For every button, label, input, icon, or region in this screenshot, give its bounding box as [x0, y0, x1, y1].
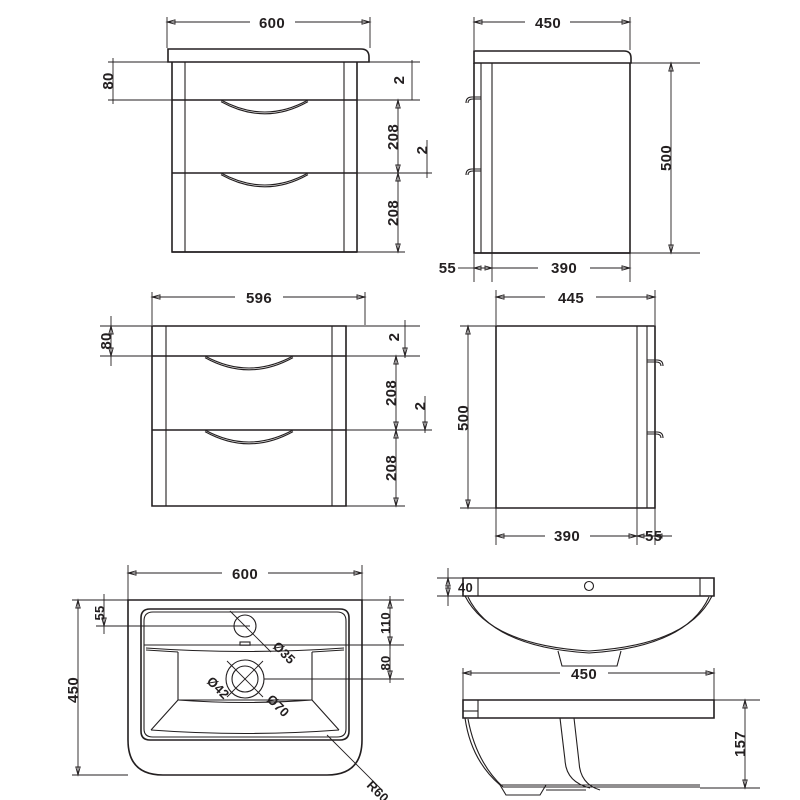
dim-r60-leader: R60: [326, 734, 392, 800]
dim-label-2-upper-carcass: 2: [386, 333, 403, 342]
dim-label-450-basin-side: 450: [571, 666, 597, 683]
dim-label-80-left: 80: [100, 72, 117, 89]
view-cabinet-front-open: 600 80: [100, 15, 432, 254]
cabinet-carcass-drawers: [152, 355, 346, 445]
dim-157-basin-side: 157: [700, 698, 760, 790]
dim-80-left-carcass: 80: [98, 316, 158, 366]
basin-waste-hole: Ø42 Ø70: [204, 659, 293, 721]
dim-label-445-top: 445: [558, 290, 584, 307]
view-basin-plan: 600 Ø35: [65, 565, 404, 800]
basin-side-body: [462, 699, 715, 796]
cabinet-carcass-outline: [171, 62, 358, 253]
dim-label-596-top: 596: [246, 290, 272, 307]
cabinet-drawer-fronts: [172, 99, 357, 188]
dim-label-390-bottom: 390: [551, 260, 577, 277]
dim-label-208-lower: 208: [385, 200, 402, 226]
dim-label-r60: R60: [364, 778, 392, 800]
cabinet-carcass-body: [151, 325, 347, 507]
dim-596-top: 596: [150, 290, 367, 325]
dim-label-80-basin: 80: [378, 655, 393, 670]
dim-label-450-top: 450: [535, 15, 561, 32]
dim-label-55-bottom-right: 55: [645, 528, 662, 545]
view-cabinet-side-right: 445 500 390: [455, 290, 672, 545]
dim-label-80-left-carcass: 80: [98, 332, 115, 349]
basin-tap-hole: Ø35: [229, 610, 299, 668]
cabinet-side-countertop: [473, 50, 632, 64]
dim-right-stack-1: 2 208 2 208: [357, 60, 432, 254]
dim-label-2-mid-carcass: 2: [412, 402, 429, 411]
dim-label-208-upper: 208: [385, 124, 402, 150]
cabinet-countertop: [167, 48, 370, 63]
basin-inner-rim: [140, 608, 350, 741]
dim-600-top: 600: [165, 15, 372, 48]
dim-80-left: 80: [100, 58, 178, 104]
dim-right-stack-2: 2 208 2 208: [346, 320, 432, 508]
view-basin-side-section: 450 157: [461, 666, 760, 796]
dim-450-basin-side: 450: [461, 666, 716, 700]
dim-label-40-basin: 40: [458, 580, 473, 595]
cabinet-side-right-body: [495, 325, 656, 509]
dim-500-left: 500: [455, 324, 496, 510]
dim-label-dia42: Ø42: [204, 673, 233, 702]
dim-label-55-basin: 55: [92, 605, 107, 620]
basin-outer-body: [127, 599, 363, 776]
dim-450-top: 450: [472, 15, 632, 50]
cabinet-side-handles: [465, 96, 481, 176]
dim-500-right: 500: [630, 61, 700, 255]
dim-600-basin-top: 600: [126, 565, 364, 600]
dim-label-2-upper: 2: [391, 76, 408, 85]
dim-bottom-55-390: 55 390: [439, 253, 632, 282]
dim-label-55-bottom: 55: [439, 260, 456, 277]
basin-front-body: [462, 577, 715, 667]
cabinet-side-right-handles: [647, 359, 664, 439]
view-cabinet-side-left: 450 500: [439, 15, 700, 282]
dim-label-110-basin: 110: [378, 612, 393, 634]
dim-label-600-basin: 600: [232, 566, 258, 583]
dim-label-208-upper-carcass: 208: [383, 380, 400, 406]
dim-label-600-top: 600: [259, 15, 285, 32]
dim-label-dia35: Ø35: [270, 639, 299, 668]
dim-label-390-bottom-right: 390: [554, 528, 580, 545]
dim-label-208-lower-carcass: 208: [383, 455, 400, 481]
dim-55-basin-left: 55: [92, 594, 250, 634]
cabinet-side-body: [473, 63, 631, 254]
dim-label-dia70: Ø70: [264, 692, 293, 721]
dim-label-450-basin-left: 450: [65, 677, 82, 703]
dim-110-80-basin-right: 110 80: [264, 596, 404, 683]
dim-label-2-mid: 2: [414, 146, 431, 155]
dim-label-500-left: 500: [455, 405, 472, 431]
view-basin-front-section: 40: [437, 568, 715, 667]
dim-label-157-basin: 157: [732, 731, 749, 757]
dim-label-500-right: 500: [658, 145, 675, 171]
basin-bowl-interior: [144, 641, 346, 735]
view-cabinet-front-carcass: 596 80: [98, 290, 432, 508]
dim-445-top: 445: [494, 290, 657, 325]
dim-bottom-390-55: 390 55: [494, 508, 672, 545]
